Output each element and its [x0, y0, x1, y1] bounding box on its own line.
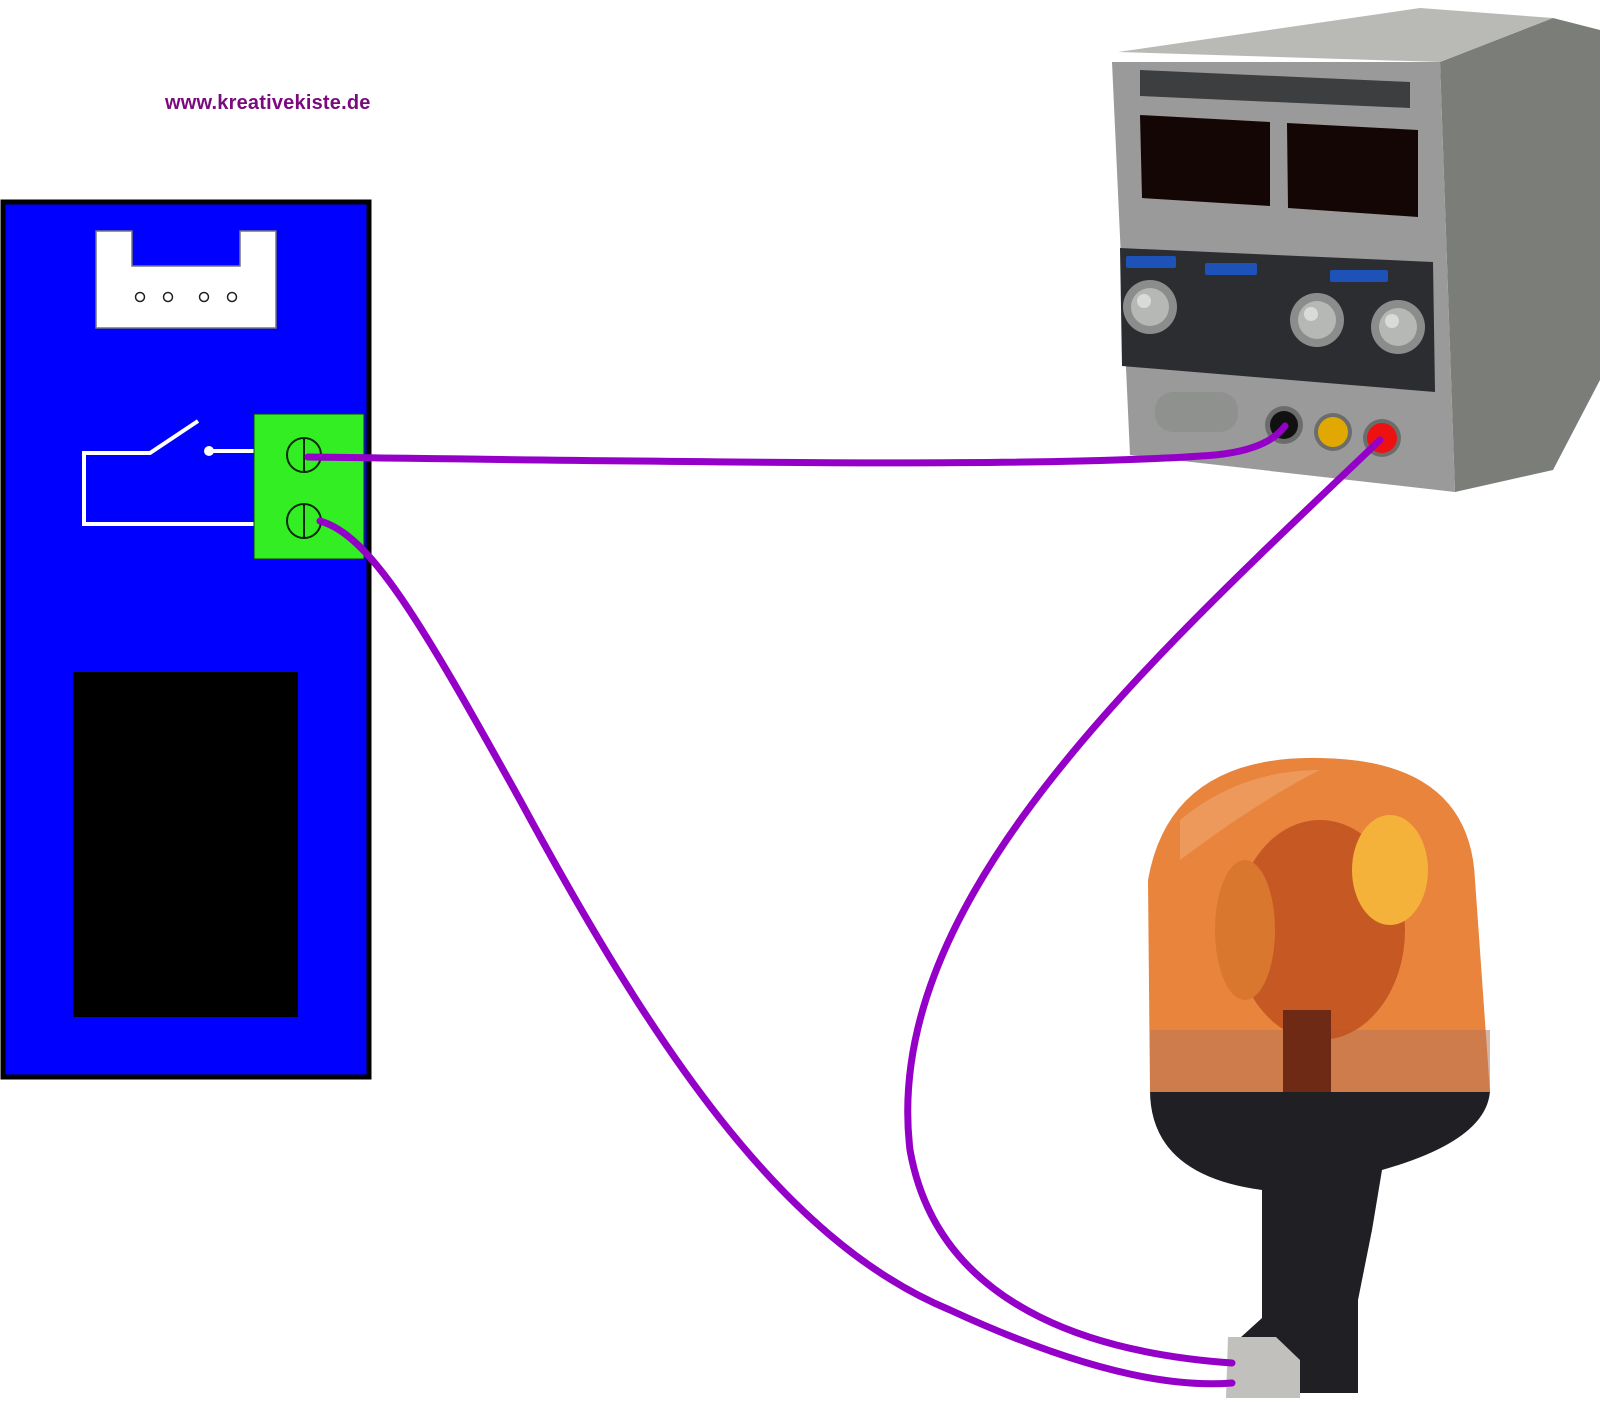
- beacon-mount: [1150, 1090, 1490, 1393]
- voltage-display: [1140, 115, 1270, 206]
- wire-terminal1-to-psu-black: [304, 422, 1289, 467]
- current-display: [1287, 123, 1418, 217]
- beacon-dome-shine: [1180, 770, 1320, 860]
- beacon-lamp-holder: [1283, 1010, 1331, 1092]
- header-pin: [226, 291, 238, 303]
- relay-module: [0, 199, 372, 1080]
- psu-power-switch: [1155, 392, 1238, 432]
- beacon-reflector-highlight: [1352, 815, 1428, 925]
- panel-label: [1126, 256, 1176, 268]
- beacon-reflector: [1215, 860, 1275, 1000]
- wires: [304, 422, 1384, 1388]
- panel-label: [1205, 263, 1257, 275]
- header-pin: [162, 291, 174, 303]
- lab-power-supply: [1112, 8, 1600, 492]
- rotating-beacon: [1148, 757, 1490, 1398]
- relay-chip: [73, 672, 298, 1017]
- header-pin: [134, 291, 146, 303]
- panel-label: [1330, 270, 1388, 282]
- pin-header-connector: [95, 230, 277, 329]
- wire-psu-red-to-beacon: [904, 436, 1384, 1367]
- psu-label-strip: [1140, 70, 1410, 108]
- psu-knob: [1123, 280, 1177, 334]
- psu-control-panel: [1120, 248, 1435, 392]
- psu-top-panel: [1118, 8, 1553, 62]
- psu-knob: [1371, 300, 1425, 354]
- psu-yellow-jack: [1314, 413, 1352, 451]
- psu-knob: [1290, 293, 1344, 347]
- site-url-label: www.kreativekiste.de: [165, 92, 371, 114]
- relay-switch-symbol: [82, 419, 256, 526]
- psu-side-panel: [1440, 18, 1600, 492]
- wire-terminal2-to-beacon: [316, 517, 1236, 1388]
- beacon-connector: [1226, 1337, 1300, 1398]
- header-pin: [198, 291, 210, 303]
